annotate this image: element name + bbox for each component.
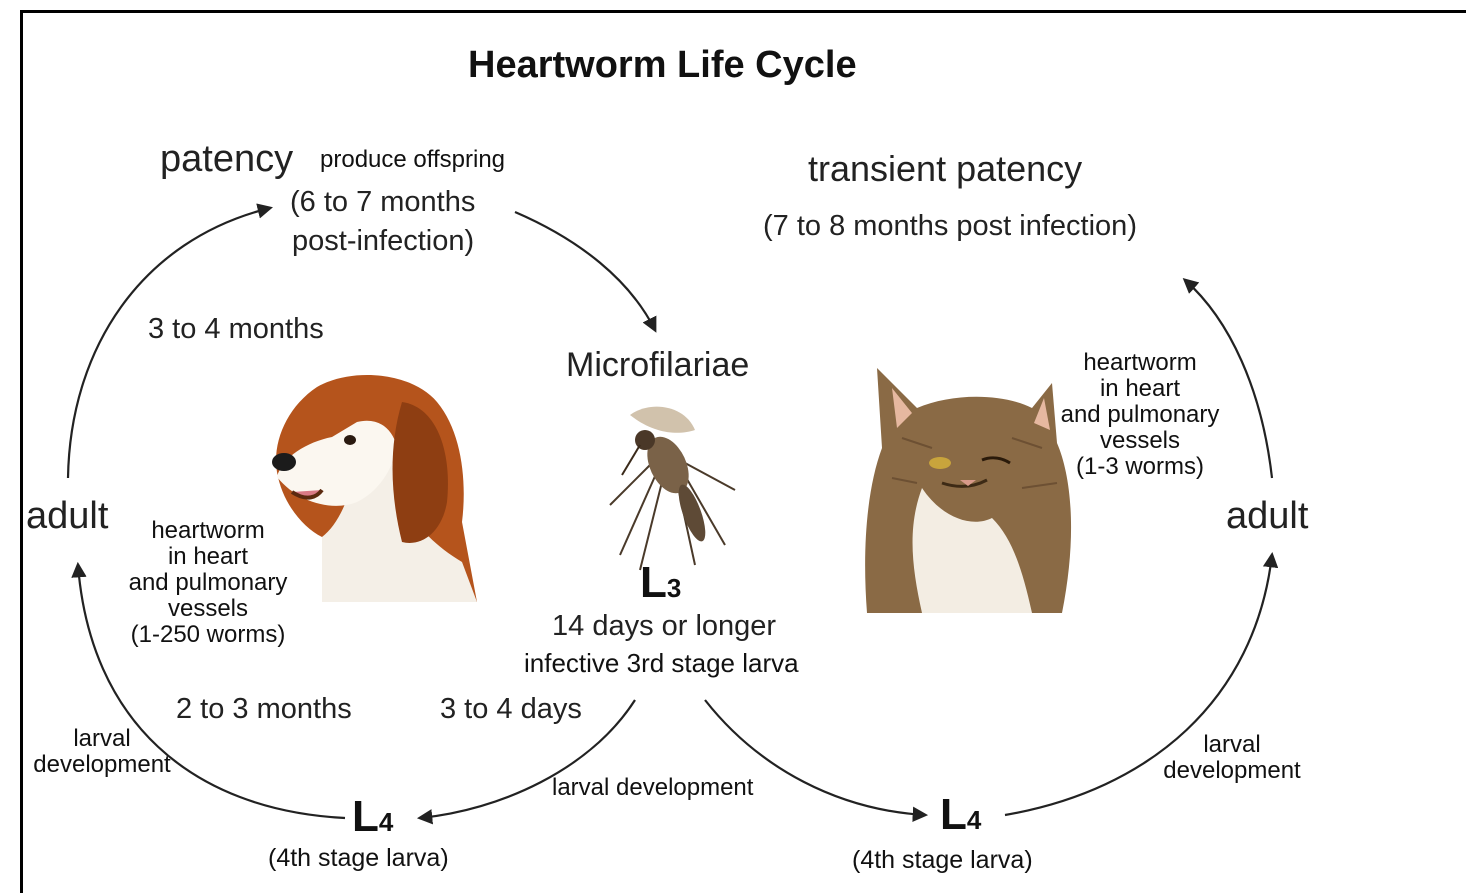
dog-l4-caption: (4th stage larva) [268, 845, 449, 871]
cat-adult-label: adult [1226, 495, 1308, 538]
arrow-patency-to-microfilariae [515, 212, 655, 330]
dog-larval-line2: development [22, 752, 182, 778]
l3-subscript: 3 [667, 573, 681, 603]
transient-patency-time: (7 to 8 months post infection) [763, 210, 1137, 243]
patency-time-line2: post-infection) [292, 225, 474, 258]
cat-larval-line1: larval [1152, 732, 1312, 758]
l3-letter: L [640, 558, 667, 607]
diagram-title: Heartworm Life Cycle [468, 44, 857, 87]
cat-image [862, 368, 1082, 613]
mosquito-image [600, 395, 740, 575]
dog-l4-stage: L4 [352, 792, 393, 842]
cat-l4-caption: (4th stage larva) [852, 847, 1033, 873]
l3-stage: L3 [640, 558, 681, 608]
to-patency-time: 3 to 4 months [148, 313, 324, 346]
beagle-image [262, 362, 482, 602]
cat-l4-subscript: 4 [967, 805, 981, 835]
cat-l4-letter: L [940, 790, 967, 839]
dog-larval-line1: larval [22, 726, 182, 752]
l3-description: infective 3rd stage larva [524, 650, 799, 676]
patency-note: produce offspring [320, 147, 505, 173]
dog-adult-label: adult [26, 495, 108, 538]
dog-l4-subscript: 4 [379, 807, 393, 837]
patency-label: patency [160, 138, 293, 181]
l3-to-l4-time: 3 to 4 days [440, 693, 582, 726]
dog-larval-development: larval development [22, 726, 182, 778]
transient-patency-label: transient patency [808, 148, 1082, 190]
l4-to-adult-time: 2 to 3 months [176, 693, 352, 726]
dog-l4-letter: L [352, 792, 379, 841]
patency-time-line1: (6 to 7 months [290, 186, 475, 219]
center-larval-development: larval development [552, 775, 753, 801]
cat-larval-line2: development [1152, 758, 1312, 784]
l3-duration: 14 days or longer [552, 610, 776, 643]
cat-l4-stage: L4 [940, 790, 981, 840]
microfilariae-label: Microfilariae [566, 346, 749, 385]
dog-heartworm-line5: (1-250 worms) [108, 622, 308, 648]
cat-larval-development: larval development [1152, 732, 1312, 784]
